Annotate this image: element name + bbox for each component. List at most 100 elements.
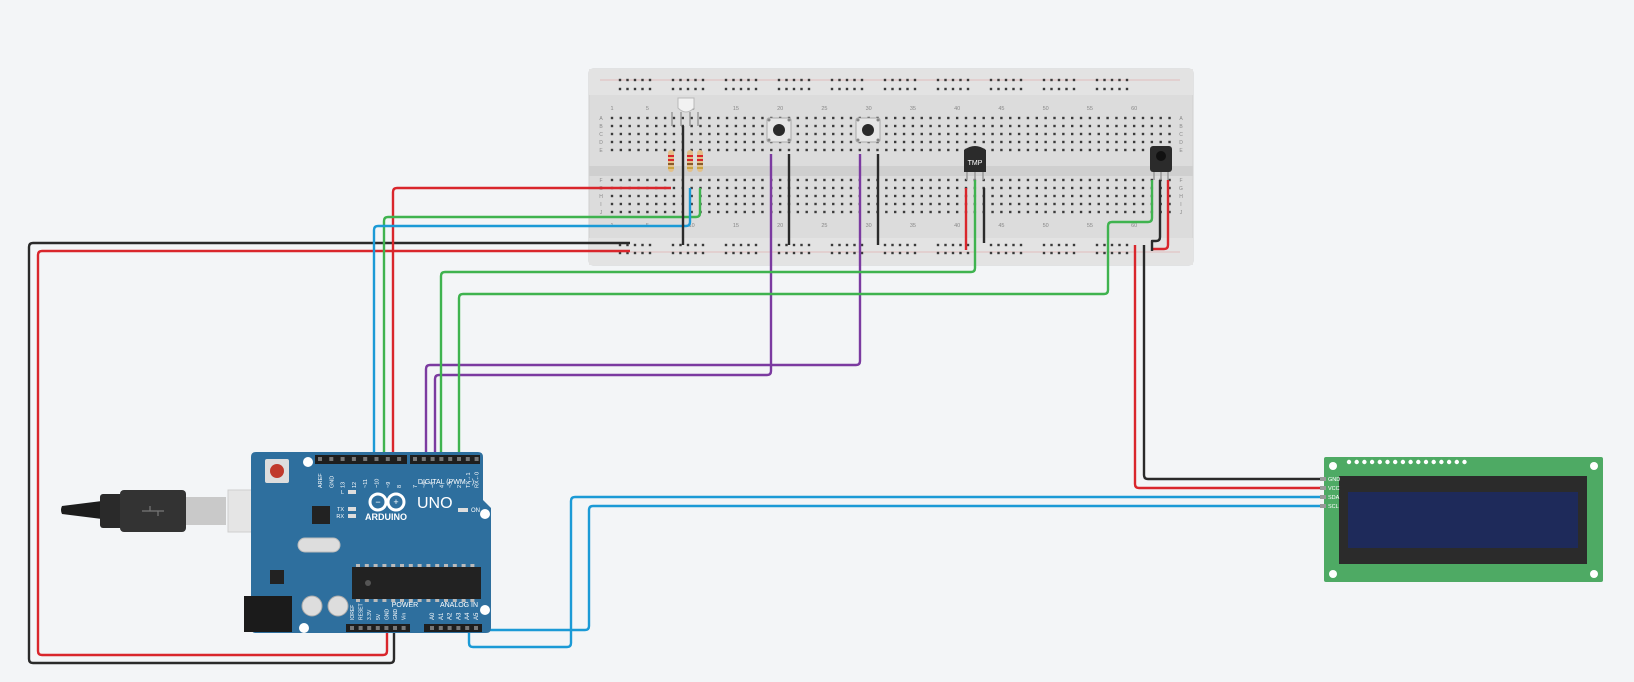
analog-pin-label: A0 [430, 612, 436, 620]
arduino-model: UNO [417, 495, 453, 512]
wire-lcd-gnd[interactable] [1142, 245, 1322, 481]
wire-lcd-scl[interactable] [475, 504, 1322, 632]
digital-label: DIGITAL (PWM ~) [418, 479, 474, 486]
wire-ir-vcc[interactable] [1152, 180, 1170, 251]
wire-led-green[interactable] [382, 188, 702, 456]
row-letter: F [599, 178, 602, 184]
usb-cable[interactable] [61, 489, 265, 533]
wire-tmp-signal[interactable] [439, 180, 977, 456]
wire-gnd-rail[interactable] [27, 241, 630, 665]
column-number: 30 [866, 106, 872, 112]
row-letter: C [1179, 132, 1183, 138]
status-led-label: TX [337, 507, 344, 513]
status-led-label: L [341, 490, 344, 496]
wires[interactable] [27, 126, 1322, 665]
digital-pin-label: ~10 [375, 479, 381, 488]
column-number: 60 [1131, 106, 1137, 112]
lcd-header-pins [1346, 459, 1467, 465]
on-label: ON [471, 508, 480, 514]
analog-pin-label: A1 [439, 612, 445, 620]
row-letter: A [1179, 116, 1183, 122]
sensor-label: TMP [968, 160, 983, 167]
chip-pins [356, 564, 475, 602]
ir-receiver[interactable] [1150, 146, 1172, 180]
digital-pin-label: TX→1 [466, 472, 472, 488]
push-button-2[interactable] [855, 117, 881, 143]
lcd-pin-label: GND [1328, 477, 1340, 483]
column-number: 20 [777, 106, 783, 112]
wire-led-red[interactable] [391, 186, 671, 456]
row-letter: B [1179, 124, 1183, 130]
svg-text:−: − [375, 497, 380, 507]
column-number: 30 [866, 223, 872, 229]
column-number: 25 [821, 106, 827, 112]
column-number: 45 [998, 106, 1004, 112]
column-number: 50 [1043, 106, 1049, 112]
digital-pin-label: ~3 [448, 482, 454, 488]
power-pin-label: 5V [376, 613, 382, 620]
status-led-label: RX [336, 514, 344, 520]
column-number: 55 [1087, 106, 1093, 112]
column-number: 35 [910, 223, 916, 229]
analog-pin-label: A4 [465, 612, 471, 620]
column-number: 40 [954, 106, 960, 112]
resistors[interactable] [668, 150, 703, 172]
row-letter: F [1179, 178, 1182, 184]
power-pin-label: RESET [359, 603, 365, 620]
analog-pin-label: A3 [456, 612, 462, 620]
digital-pin-label: 2 [457, 485, 463, 488]
power-pin-label: 3.3V [367, 609, 373, 620]
wire-ir-gnd[interactable] [1150, 180, 1162, 251]
digital-pin-label: 13 [341, 482, 347, 488]
digital-pin-label: 8 [397, 485, 403, 488]
row-letter: I [1180, 202, 1181, 208]
row-letter: B [599, 124, 603, 130]
wire-button2-signal[interactable] [424, 154, 862, 456]
row-letter: A [599, 116, 603, 122]
digital-pin-label: ~5 [431, 482, 437, 488]
column-number: 15 [733, 223, 739, 229]
digital-pin-label: ~6 [422, 482, 428, 488]
wire-5v-rail[interactable] [36, 249, 630, 657]
power-pin-label: IOREF [350, 605, 356, 620]
rgb-led[interactable] [671, 97, 699, 126]
wire-button1-signal[interactable] [433, 154, 773, 456]
digital-pin-label: 7 [413, 485, 419, 488]
lcd-pin-label: SCL [1328, 504, 1339, 510]
row-letter: J [1180, 210, 1183, 216]
breadboard[interactable]: 1155101015152020252530303535404045455050… [588, 68, 1194, 266]
row-letter: G [1179, 186, 1183, 192]
column-number: 35 [910, 106, 916, 112]
column-number: 1 [610, 106, 613, 112]
power-pin-label: Vin [402, 613, 408, 620]
row-letter: H [599, 194, 603, 200]
digital-pin-label: GND [329, 476, 335, 488]
push-button-1[interactable] [766, 117, 792, 143]
digital-pin-label: RX←0 [475, 472, 481, 488]
row-letter: E [1179, 148, 1183, 154]
row-letter: D [1179, 140, 1183, 146]
wire-lcd-sda[interactable] [467, 495, 1322, 649]
digital-pin-label: ~11 [363, 479, 369, 488]
wire-lcd-vcc[interactable] [1133, 245, 1322, 490]
row-letter: D [599, 140, 603, 146]
row-letter: I [600, 202, 601, 208]
digital-pin-label: AREF [318, 473, 324, 488]
analog-pin-label: A2 [448, 612, 454, 620]
column-number: 45 [998, 223, 1004, 229]
column-number: 40 [954, 223, 960, 229]
row-letter: E [599, 148, 603, 154]
usb-icon [142, 506, 164, 516]
column-number: 25 [821, 223, 827, 229]
wire-ir-signal[interactable] [457, 180, 1154, 456]
temperature-sensor[interactable]: TMP [964, 146, 986, 180]
wire-led-blue[interactable] [372, 188, 692, 456]
power-pin-label: GND [384, 609, 390, 621]
column-number: 50 [1043, 223, 1049, 229]
